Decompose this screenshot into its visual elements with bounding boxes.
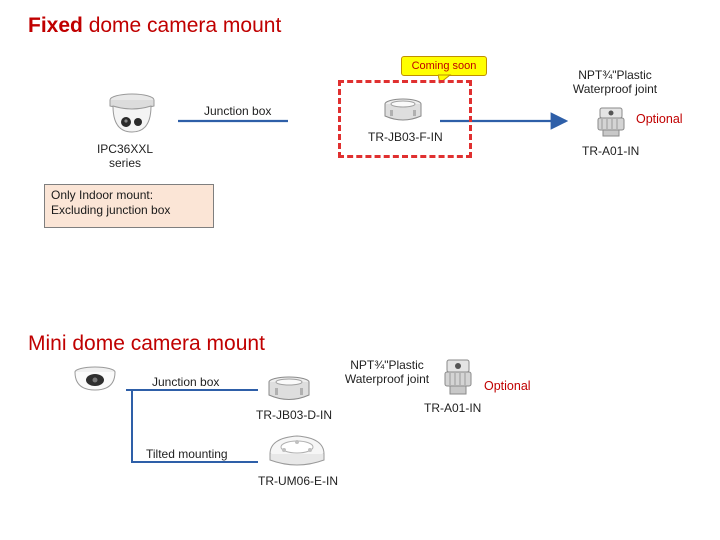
fixed-optional-label: Optional <box>636 112 683 126</box>
tilted-mount-part: TR-UM06-E-IN <box>258 474 338 488</box>
fixed-joint-label: NPT¾"Plastic Waterproof joint <box>560 68 670 96</box>
junction-box-icon <box>384 98 422 121</box>
mini-joint-line2: Waterproof joint <box>344 372 430 386</box>
title-bold: Fixed <box>28 14 83 37</box>
junction-box-icon <box>268 376 310 400</box>
mini-junction-part: TR-JB03-D-IN <box>256 408 333 422</box>
note-line2: Excluding junction box <box>51 203 171 217</box>
coming-soon-callout: Coming soon <box>401 56 487 76</box>
mini-section-title: Mini dome camera mount <box>28 332 265 355</box>
mini-optional-label: Optional <box>484 379 531 393</box>
mini-joint-label: NPT¾"Plastic Waterproof joint <box>332 358 442 386</box>
camera-label: IPC36XXL series <box>85 142 165 170</box>
waterproof-joint-icon <box>597 107 625 137</box>
mini-joint-part: TR-A01-IN <box>424 401 482 415</box>
callout-text: Coming soon <box>411 60 477 72</box>
mini-joint-line1: NPT¾"Plastic <box>350 358 424 372</box>
waterproof-joint-icon <box>444 359 472 395</box>
joint-line1: NPT¾"Plastic <box>578 68 652 82</box>
connector-mini-to-tilted <box>126 389 258 463</box>
fixed-junction-box-label: Junction box <box>204 104 272 118</box>
title-rest: dome camera mount <box>82 14 282 37</box>
dome-camera-icon <box>109 93 155 133</box>
fixed-section-title: Fixed dome camera mount <box>28 14 281 38</box>
fixed-junction-part: TR-JB03-F-IN <box>368 130 443 144</box>
mini-dome-camera-icon <box>74 366 116 391</box>
coming-soon-frame <box>338 80 472 158</box>
fixed-joint-part: TR-A01-IN <box>582 144 640 158</box>
tilted-mount-icon <box>269 435 325 466</box>
camera-label-line1: IPC36XXL <box>96 142 154 156</box>
indoor-mount-note: Only Indoor mount: Excluding junction bo… <box>44 184 214 228</box>
tilted-mounting-label: Tilted mounting <box>146 447 228 461</box>
mini-junction-box-label: Junction box <box>152 375 220 389</box>
joint-line2: Waterproof joint <box>572 82 658 96</box>
camera-label-line2: series <box>108 156 141 170</box>
note-line1: Only Indoor mount: <box>51 188 154 202</box>
